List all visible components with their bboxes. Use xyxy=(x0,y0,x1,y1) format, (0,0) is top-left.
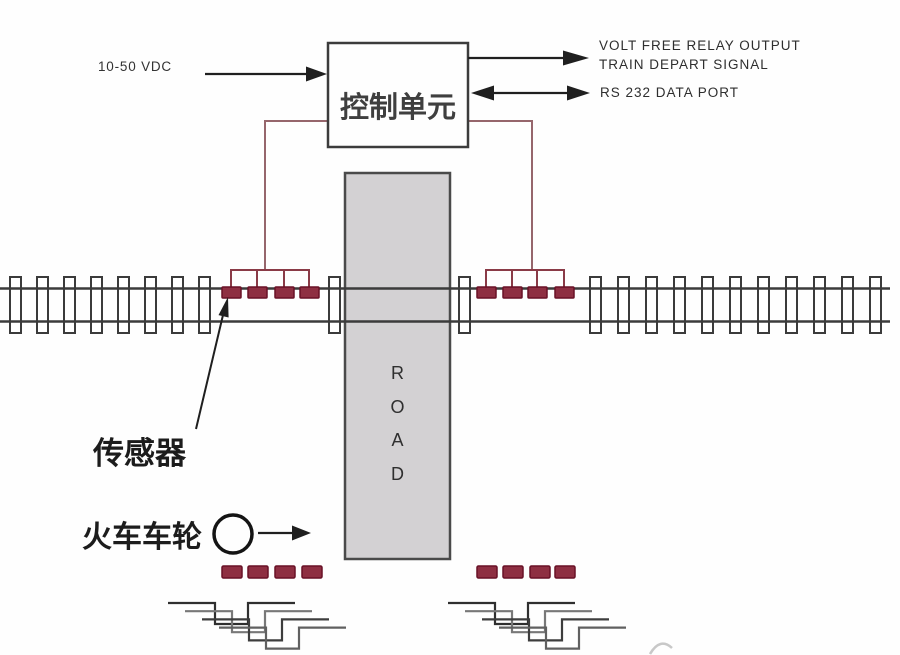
railroad-tie xyxy=(785,276,798,334)
pulse-trace xyxy=(219,626,346,650)
pulse-trace xyxy=(499,626,626,650)
wheel-sensor xyxy=(476,286,497,299)
train-wheel-icon xyxy=(212,513,254,555)
rs232-bidirectional-arrow-icon xyxy=(471,85,590,101)
wheel-sensor xyxy=(476,565,498,579)
faint-mark xyxy=(648,642,673,655)
railroad-tie xyxy=(617,276,630,334)
rail-sensors-right xyxy=(476,286,575,299)
sensor-pointer-arrow-icon xyxy=(195,297,229,430)
train-wheel-label: 火车车轮 xyxy=(82,520,202,555)
rs232-port-label: RS 232 DATA PORT xyxy=(600,85,740,100)
railroad-tie xyxy=(813,276,826,334)
railroad-tie xyxy=(729,276,742,334)
wheel-sensor xyxy=(299,286,320,299)
rail-sensors-left xyxy=(221,286,320,299)
road-crossing xyxy=(343,171,452,561)
sensor-strip-right xyxy=(476,565,576,579)
railroad-tie xyxy=(458,276,471,334)
railway-track xyxy=(0,276,890,334)
railroad-tie xyxy=(171,276,184,334)
wheel-sensor xyxy=(221,565,243,579)
wheel-sensor xyxy=(274,286,295,299)
railroad-tie xyxy=(589,276,602,334)
relay-output-label: VOLT FREE RELAY OUTPUT TRAIN DEPART SIGN… xyxy=(599,38,801,72)
wheel-sensor xyxy=(529,565,551,579)
railroad-tie xyxy=(328,276,341,334)
power-arrow-icon xyxy=(205,66,327,82)
sensor-wiring-brackets xyxy=(230,269,565,288)
wheel-sensor xyxy=(527,286,548,299)
control-unit-label: 控制单元 xyxy=(339,90,456,124)
wheel-sensor xyxy=(301,565,323,579)
wheel-sensor xyxy=(554,286,575,299)
railroad-tie xyxy=(869,276,882,334)
railroad-tie xyxy=(645,276,658,334)
power-supply-label: 10-50 VDC xyxy=(98,59,172,74)
railroad-tie xyxy=(117,276,130,334)
wheel-sensor xyxy=(502,565,524,579)
railroad-tie xyxy=(701,276,714,334)
railroad-tie xyxy=(757,276,770,334)
railroad-tie xyxy=(36,276,49,334)
road-label: R O A D xyxy=(390,363,405,484)
railroad-tie xyxy=(63,276,76,334)
waveform-right xyxy=(448,601,626,650)
railroad-tie xyxy=(198,276,211,334)
wheel-sensor xyxy=(247,286,268,299)
waveform-left xyxy=(168,601,346,650)
wheel-sensor xyxy=(221,286,242,299)
sensor-strip-left xyxy=(221,565,323,579)
railroad-tie xyxy=(673,276,686,334)
sensor-feed-wires xyxy=(264,120,533,269)
train-direction-arrow-icon xyxy=(258,525,311,541)
railroad-tie xyxy=(90,276,103,334)
sensor-label: 传感器 xyxy=(93,436,186,472)
wheel-sensor xyxy=(274,565,296,579)
railroad-tie xyxy=(144,276,157,334)
wheel-sensor xyxy=(247,565,269,579)
relay-output-arrow-icon xyxy=(468,50,589,66)
control-unit-box xyxy=(326,41,470,149)
railroad-tie xyxy=(841,276,854,334)
wheel-sensor xyxy=(502,286,523,299)
wheel-sensor xyxy=(554,565,576,579)
railroad-tie xyxy=(9,276,22,334)
